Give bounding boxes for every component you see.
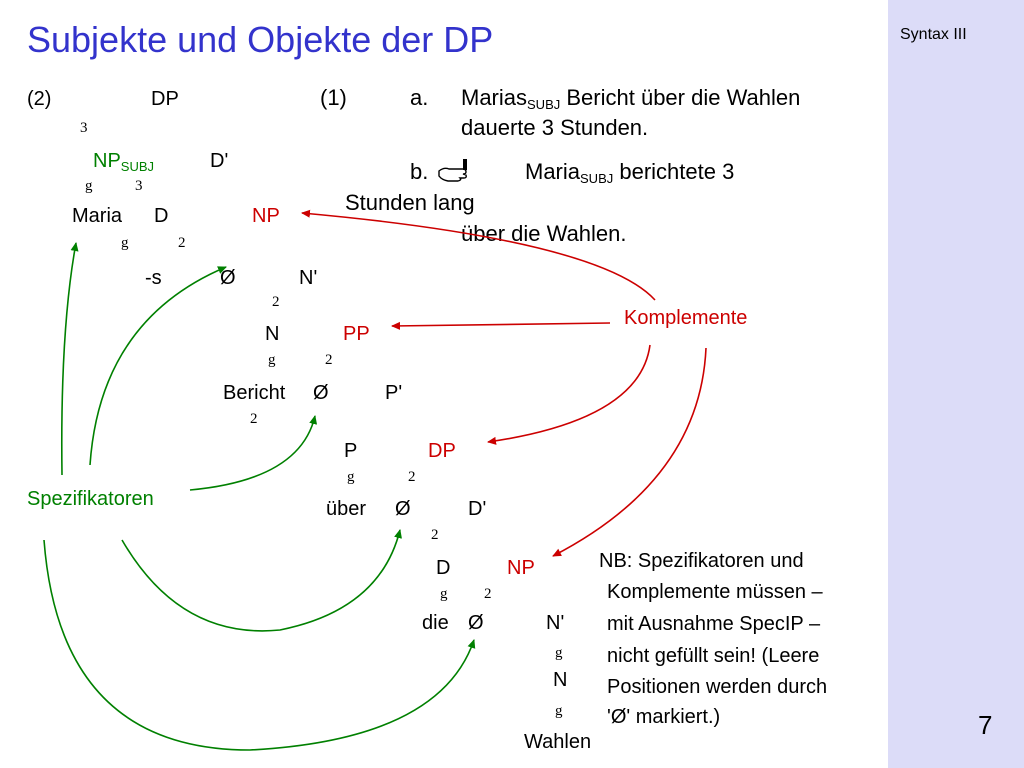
node-d-top: D xyxy=(154,205,169,227)
branch-glyph: 3 xyxy=(80,120,88,136)
branch-glyph: g xyxy=(440,586,448,602)
word-maria: Maria xyxy=(72,205,123,227)
empty-head-3: Ø xyxy=(395,498,411,520)
komplement-arrow-np2 xyxy=(552,347,707,557)
sidebar-panel xyxy=(888,0,1024,768)
example-word: Marias xyxy=(461,85,528,110)
example-1a-label: a. xyxy=(410,85,429,110)
node-np-complement-1: NP xyxy=(252,205,280,227)
node-dbar-top: D' xyxy=(210,150,229,172)
node-np-complement-2: NP xyxy=(507,557,535,579)
node-np-subj: NPSUBJ xyxy=(93,150,155,174)
komplement-arrow-dp xyxy=(487,344,651,445)
subj-subscript: SUBJ xyxy=(120,159,155,174)
node-nbar-2: N' xyxy=(546,612,565,634)
word-bericht: Bericht xyxy=(223,382,286,404)
note-line-1: NB: Spezifikatoren und xyxy=(599,550,804,572)
branch-glyph: 2 xyxy=(272,294,280,310)
komplement-arrow-np1 xyxy=(301,209,656,301)
section-label: Syntax III xyxy=(900,26,967,43)
spezifikator-arrow-empty4 xyxy=(43,539,476,751)
spezifikator-arrow-empty2 xyxy=(189,415,318,491)
pointing-hand-icon xyxy=(436,156,472,188)
branch-glyph: 2 xyxy=(178,235,186,251)
branch-glyph: g xyxy=(555,703,563,719)
spezifikator-arrow-empty3 xyxy=(121,529,402,632)
spezifikator-arrow-empty1 xyxy=(89,266,227,466)
branch-glyph: g xyxy=(85,178,93,194)
branch-glyph: g xyxy=(268,352,276,368)
branch-glyph: g xyxy=(347,469,355,485)
note-line-3: mit Ausnahme SpecIP – xyxy=(607,613,821,635)
branch-glyph: g xyxy=(555,645,563,661)
node-pbar: P' xyxy=(385,382,403,404)
example-2-number: (2) xyxy=(27,88,52,110)
note-line-6: 'Ø' markiert.) xyxy=(607,706,721,728)
node-d-2: D xyxy=(436,557,451,579)
example-1-number: (1) xyxy=(320,85,347,110)
label-spezifikatoren: Spezifikatoren xyxy=(27,488,154,510)
node-nbar-1: N' xyxy=(299,267,318,289)
word-s-suffix: -s xyxy=(145,267,162,289)
branch-glyph: 3 xyxy=(135,178,143,194)
branch-glyph: g xyxy=(121,235,129,251)
np-label: NP xyxy=(93,150,121,172)
example-1a-line2: dauerte 3 Stunden. xyxy=(461,115,649,140)
note-line-2: Komplemente müssen – xyxy=(607,581,823,603)
branch-glyph: 2 xyxy=(431,527,439,543)
branch-glyph: 2 xyxy=(325,352,333,368)
node-dp-root: DP xyxy=(151,88,179,110)
subj-subscript: SUBJ xyxy=(580,171,614,186)
empty-head-2: Ø xyxy=(313,382,329,404)
node-n-2: N xyxy=(553,669,568,691)
node-pp: PP xyxy=(343,323,370,345)
komplement-arrow-pp xyxy=(391,321,611,330)
node-dbar-2: D' xyxy=(468,498,487,520)
branch-glyph: 2 xyxy=(484,586,492,602)
note-line-5: Positionen werden durch xyxy=(607,676,828,698)
example-1b-label: b. xyxy=(410,159,429,184)
example-1b-line3: über die Wahlen. xyxy=(461,221,627,246)
example-1b-line1: MariaSUBJ berichtete 3 xyxy=(525,159,735,186)
label-komplemente: Komplemente xyxy=(624,307,748,329)
branch-glyph: 2 xyxy=(250,411,258,427)
spezifikator-arrow-maria xyxy=(60,242,79,476)
slide-title: Subjekte und Objekte der DP xyxy=(27,19,494,60)
example-word: Maria xyxy=(525,159,581,184)
node-dp-complement: DP xyxy=(428,440,456,462)
page-number: 7 xyxy=(978,710,993,740)
node-n-1: N xyxy=(265,323,280,345)
node-p: P xyxy=(344,440,358,462)
example-1a-line1: MariasSUBJ Bericht über die Wahlen xyxy=(461,85,801,112)
word-die: die xyxy=(422,612,449,634)
branch-glyph: 2 xyxy=(408,469,416,485)
subj-subscript: SUBJ xyxy=(527,97,561,112)
example-1b-line2: Stunden lang xyxy=(345,190,475,215)
example-text: berichtete 3 xyxy=(619,159,735,184)
example-text: Bericht über die Wahlen xyxy=(566,85,801,110)
note-line-4: nicht gefüllt sein! (Leere xyxy=(607,645,820,667)
empty-head-4: Ø xyxy=(468,612,484,634)
word-wahlen: Wahlen xyxy=(524,731,592,753)
word-ueber: über xyxy=(326,498,367,520)
